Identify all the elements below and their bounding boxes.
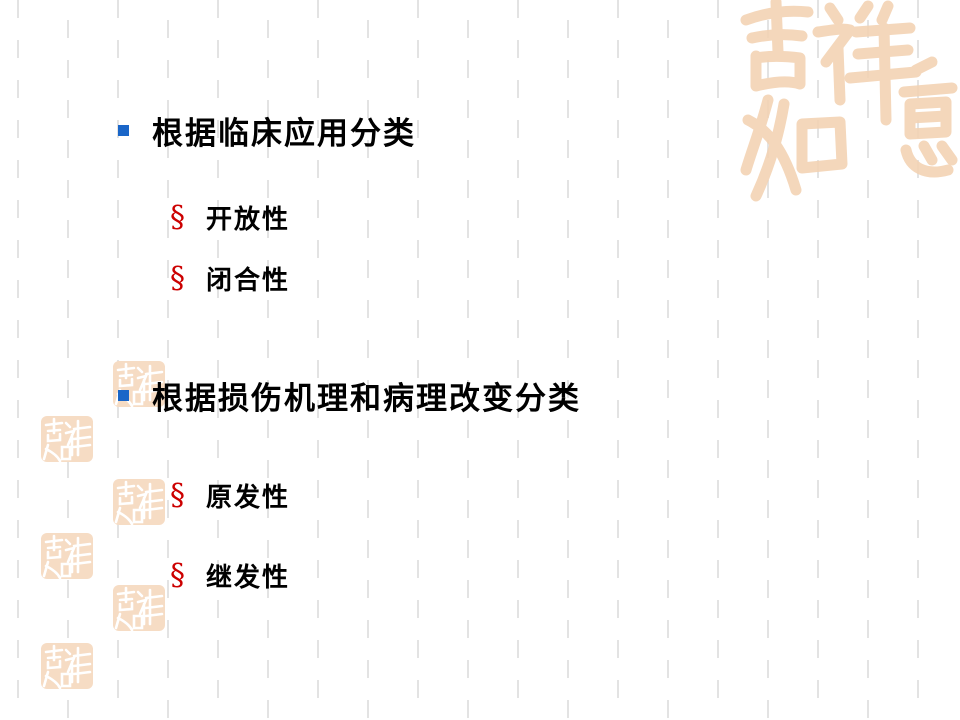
- section-sign-icon: §: [170, 557, 185, 593]
- seal-stamp-icon: [41, 533, 93, 580]
- section-heading-mechanism: 根据损伤机理和病理改变分类: [118, 373, 581, 417]
- list-item-label: 开放性: [206, 204, 291, 235]
- seal-stamp-icon: [113, 479, 165, 526]
- heading-text: 根据损伤机理和病理改变分类: [152, 380, 581, 417]
- list-item-secondary: § 继发性: [170, 555, 290, 595]
- list-item-label: 闭合性: [206, 265, 291, 296]
- list-item-label: 继发性: [206, 562, 291, 593]
- seal-stamp-icon: [41, 643, 93, 690]
- seal-stamp-icon: [41, 416, 93, 463]
- section-heading-clinical: 根据临床应用分类: [118, 108, 416, 152]
- section-sign-icon: §: [170, 477, 185, 513]
- list-item-open: § 开放性: [170, 197, 290, 237]
- section-sign-icon: §: [170, 260, 185, 296]
- list-item-closed: § 闭合性: [170, 258, 290, 298]
- square-bullet-icon: [118, 124, 129, 136]
- list-item-label: 原发性: [206, 482, 291, 513]
- seal-stamp-icon: [740, 0, 958, 202]
- section-sign-icon: §: [170, 199, 185, 235]
- list-item-primary: § 原发性: [170, 475, 290, 515]
- square-bullet-icon: [118, 389, 129, 401]
- heading-text: 根据临床应用分类: [152, 115, 416, 152]
- seal-stamp-icon: [113, 585, 165, 632]
